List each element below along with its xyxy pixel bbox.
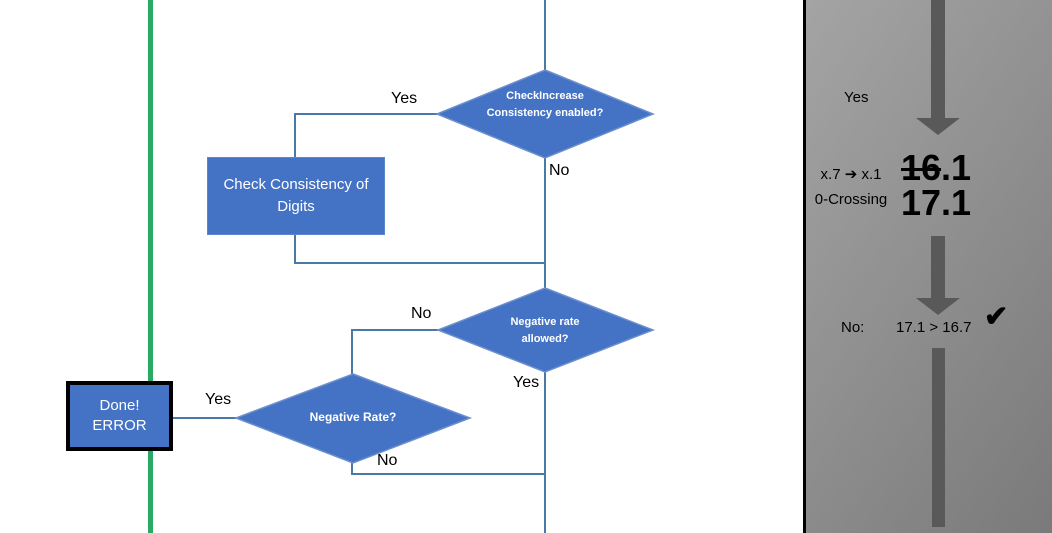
branch-label-negative-rate-yes: Yes [205, 391, 232, 408]
connector-negative-rate-allowed-no [351, 329, 438, 374]
panel-yes-label: Yes [844, 89, 869, 106]
down-arrow-icon [931, 0, 945, 118]
decision-negative-rate-allowed-label: Negative rate allowed? [510, 316, 580, 345]
panel-no-label: No: [841, 319, 865, 336]
side-panel: Yes x.7 ➔ x.1 0-Crossing 16.1 17.1 No: 1… [803, 0, 1052, 533]
decision-check-increase-label: CheckIncrease Consistency enabled? [486, 90, 604, 119]
decision-negative-rate [233, 373, 473, 464]
branch-label-negative-rate-allowed-yes: Yes [513, 374, 540, 391]
transition-rule-text: x.7 ➔ x.1 [820, 166, 882, 183]
old-value: 16.1 [901, 147, 972, 188]
done-label-line2: ERROR [92, 417, 147, 434]
process-check-consistency: Check Consistency of Digits [207, 157, 385, 235]
branch-label-negative-rate-no: No [377, 452, 398, 469]
old-value-tail: .1 [941, 147, 972, 188]
decision-negative-rate-allowed [435, 287, 656, 373]
comparison-text: 17.1 > 16.7 [896, 319, 972, 336]
new-value: 17.1 [901, 182, 972, 223]
terminator-done-error: Done! ERROR [66, 381, 173, 451]
down-arrow-icon [931, 236, 945, 298]
branch-label-negative-rate-allowed-no: No [411, 305, 432, 322]
decision-check-increase-consistency [435, 69, 655, 159]
connector-negative-rate-no [351, 463, 545, 475]
transition-name-text: 0-Crossing [814, 190, 888, 208]
connector-check-consistency-return [294, 235, 545, 264]
decision-negative-rate-label: Negative Rate? [309, 410, 397, 424]
value-comparison-numbers: 16.1 17.1 [901, 147, 972, 223]
done-label-line1: Done! [99, 396, 140, 414]
green-guide-line [148, 0, 153, 533]
flow-bar [932, 348, 945, 527]
old-value-struck: 16 [901, 147, 942, 188]
check-icon: ✔ [984, 301, 1009, 333]
down-arrow-head-icon [916, 298, 960, 315]
branch-label-check-increase-no: No [549, 162, 570, 179]
connector-check-increase-yes [294, 113, 437, 157]
transition-rule-block: x.7 ➔ x.1 0-Crossing [806, 163, 896, 213]
branch-label-check-increase-yes: Yes [391, 90, 418, 107]
down-arrow-head-icon [916, 118, 960, 135]
